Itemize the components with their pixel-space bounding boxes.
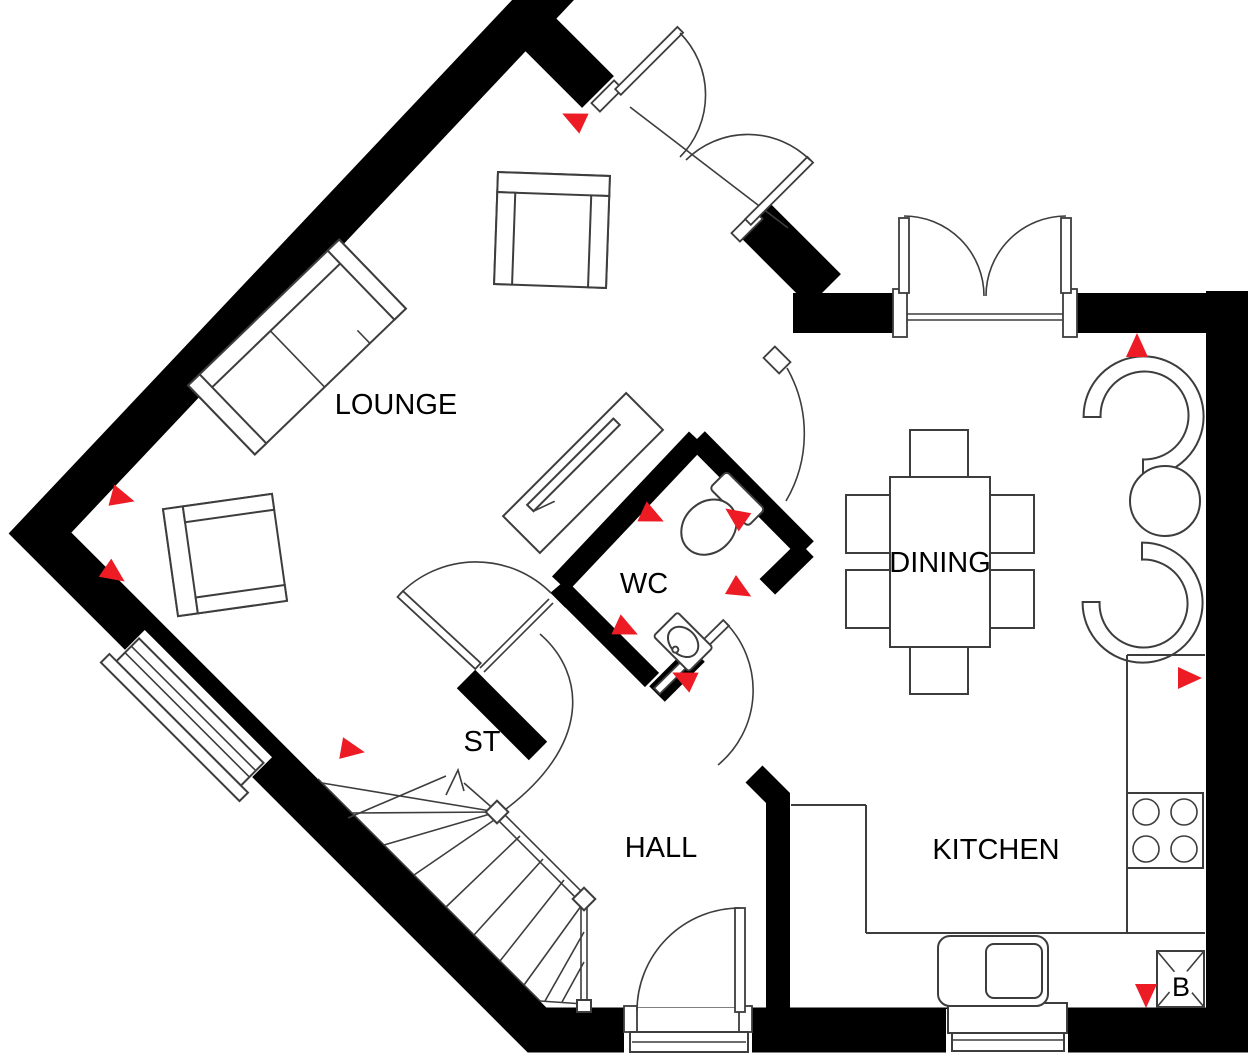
armchair-top [493,171,611,289]
window-lounge-sw [99,629,273,803]
exterior-walls [8,0,1248,1053]
marker-triangle-icon [637,501,664,522]
tv-unit [501,391,665,555]
door-front-entrance [623,907,753,1053]
marker-triangle-icon [672,672,699,693]
tub-chair-lower [1081,541,1204,664]
room-label-wc: WC [620,568,668,600]
toilet [680,471,765,556]
room-label-kitchen: KITCHEN [932,834,1059,866]
hob [1126,792,1204,869]
boiler-label: B [1172,972,1190,1002]
door-lounge-french [590,25,815,246]
marker-triangle-icon [98,558,125,582]
marker-triangle-icon [724,574,752,597]
room-label-dining: DINING [889,547,991,579]
armchair-left [161,492,289,618]
marker-triangle-icon [1178,667,1202,689]
marker-triangle-icon [1135,984,1157,1008]
door-dining-patio [892,215,1078,338]
room-label-stairs: ST [463,726,500,758]
kitchen-sink [937,935,1049,1007]
room-label-lounge: LOUNGE [335,389,457,421]
boiler: B [1156,950,1205,1008]
dining-table-set [845,429,1035,695]
marker-triangle-icon [725,508,752,532]
door-lounge-hall [396,561,570,686]
door-hall-arc [501,633,574,813]
marker-triangle-icon [339,737,365,759]
marker-triangle-icon [1126,333,1148,357]
smoke-alarm-markers [98,113,1202,1008]
window-kitchen-south [946,1002,1068,1053]
marker-triangle-icon [562,113,589,134]
door-dining-inner [762,345,806,502]
staircase [317,767,597,1013]
tub-chair-upper [1082,355,1205,478]
marker-triangle-icon [108,484,135,506]
sofa [186,238,408,456]
side-table [1129,465,1201,537]
door-wc [652,571,781,766]
room-label-hall: HALL [625,832,698,864]
wc-basin [653,612,713,672]
marker-triangle-icon [611,614,638,635]
